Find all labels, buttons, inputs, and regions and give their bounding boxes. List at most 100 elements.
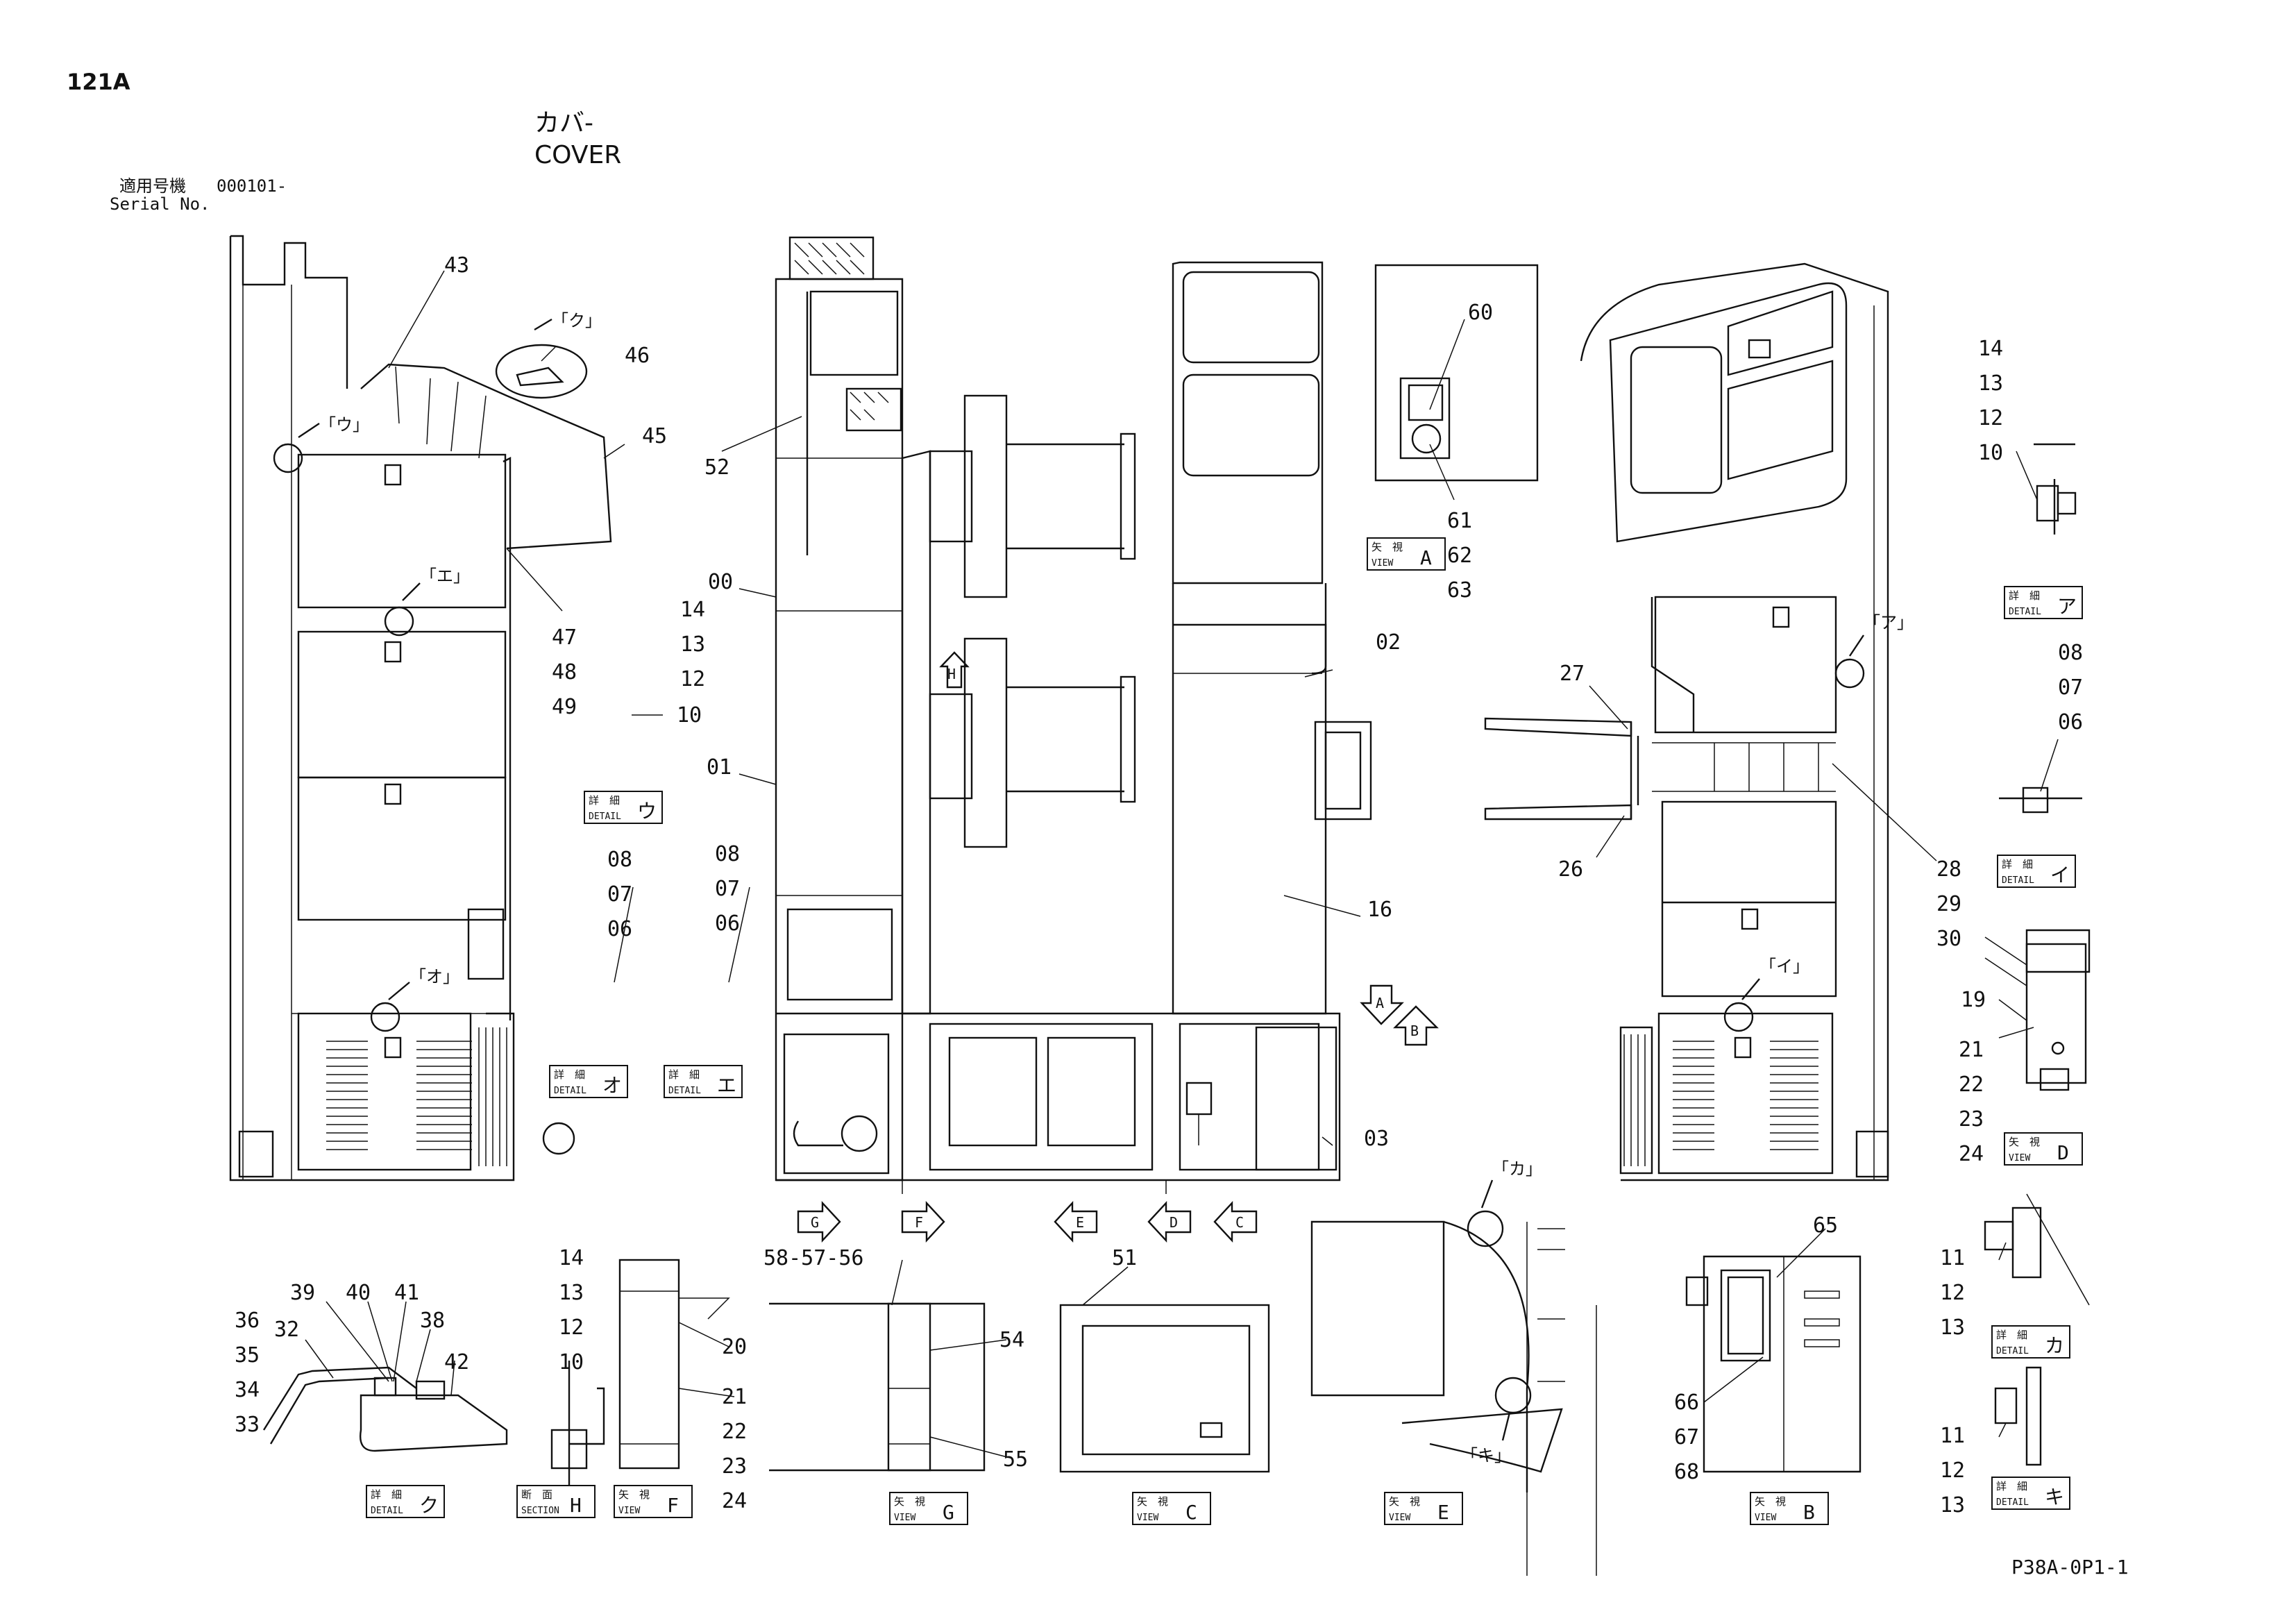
part-68: 68 <box>1674 1460 1699 1484</box>
centre-plan-view <box>775 236 1372 1194</box>
part-58-57-56: 58-57-56 <box>763 1246 864 1270</box>
leader-lines <box>305 270 2059 1458</box>
view-arrow-h: H <box>939 651 970 689</box>
title-english: COVER <box>534 141 622 169</box>
view-arrow-c: C <box>1213 1200 1258 1243</box>
reference-mark-e: 「エ」 <box>420 566 470 586</box>
part-07: 07 <box>2058 675 2083 700</box>
part-12: 12 <box>1978 406 2003 430</box>
svg-text:H: H <box>947 666 956 682</box>
right-side-view <box>1484 262 1889 1181</box>
part-42: 42 <box>444 1350 469 1374</box>
view-arrow-g: G <box>797 1200 841 1243</box>
part-63: 63 <box>1447 578 1472 603</box>
serial-label-english: Serial No. <box>110 194 210 214</box>
part-10: 10 <box>677 703 702 728</box>
part-22: 22 <box>1959 1073 1984 1097</box>
callout-letter: ア <box>2057 595 2077 618</box>
callout-letter: イ <box>2050 864 2070 886</box>
callout-kind-jp: 矢 視 <box>2009 1136 2040 1148</box>
title-japanese: カバ- <box>534 109 593 137</box>
callout-kind-en: DETAIL <box>371 1506 403 1516</box>
part-14: 14 <box>680 598 705 622</box>
reference-marks: 「ク」 「ウ」 「エ」 「オ」 「ア」 「イ」 「カ」 「キ」 <box>298 311 1914 1465</box>
part-10: 10 <box>1978 441 2003 465</box>
part-55: 55 <box>1003 1447 1028 1472</box>
callout-kind-en: DETAIL <box>589 812 621 822</box>
part-00: 00 <box>708 570 733 594</box>
callout-kind-jp: 矢 視 <box>1389 1495 1420 1508</box>
callout-letter: E <box>1437 1501 1449 1524</box>
part-22: 22 <box>722 1420 747 1444</box>
part-67: 67 <box>1674 1425 1699 1449</box>
part-54: 54 <box>999 1328 1024 1352</box>
part-36: 36 <box>235 1309 260 1333</box>
part-13: 13 <box>1978 371 2003 396</box>
reference-mark-ka: 「カ」 <box>1492 1159 1542 1179</box>
part-16: 16 <box>1367 898 1392 922</box>
callout-kind-en: DETAIL <box>668 1086 701 1096</box>
reference-mark-u: 「ウ」 <box>319 415 369 435</box>
callout-kind-jp: 断 面 <box>521 1488 552 1501</box>
far-right-details <box>1984 443 2091 1466</box>
callout-box-view-e: 矢 視 VIEW E <box>1384 1492 1463 1525</box>
part-07: 07 <box>715 877 740 901</box>
part-06: 06 <box>607 917 632 941</box>
part-51: 51 <box>1112 1246 1137 1270</box>
part-12: 12 <box>1940 1281 1965 1305</box>
part-06: 06 <box>715 911 740 936</box>
callout-kind-en: VIEW <box>1137 1513 1158 1523</box>
part-35: 35 <box>235 1343 260 1368</box>
callout-kind-jp: 矢 視 <box>1755 1495 1786 1508</box>
part-38: 38 <box>420 1309 445 1333</box>
part-30: 30 <box>1936 927 1961 951</box>
part-60: 60 <box>1468 301 1493 325</box>
callout-kind-en: VIEW <box>1389 1513 1410 1523</box>
serial-value: 000101- <box>217 176 287 196</box>
callout-letter: エ <box>717 1074 736 1097</box>
view-arrow-b: B <box>1393 1005 1439 1046</box>
callout-kind-en: VIEW <box>894 1513 915 1523</box>
callout-kind-en: SECTION <box>521 1506 559 1516</box>
view-arrows: H A B G F E D C <box>797 651 1439 1243</box>
part-13: 13 <box>1940 1315 1965 1340</box>
part-27: 27 <box>1560 662 1585 686</box>
callout-letter: オ <box>602 1074 622 1097</box>
part-13: 13 <box>559 1281 584 1305</box>
part-19: 19 <box>1961 988 1986 1012</box>
part-12: 12 <box>1940 1458 1965 1483</box>
callout-letter: ウ <box>637 800 657 823</box>
part-47: 47 <box>552 625 577 650</box>
callout-letter: F <box>667 1494 679 1517</box>
callout-letter: D <box>2057 1141 2069 1164</box>
part-08: 08 <box>2058 641 2083 665</box>
part-02: 02 <box>1376 630 1401 655</box>
reference-mark-ki: 「キ」 <box>1461 1446 1511 1465</box>
part-23: 23 <box>722 1454 747 1479</box>
part-12: 12 <box>680 667 705 691</box>
part-11: 11 <box>1940 1424 1965 1448</box>
part-62: 62 <box>1447 544 1472 568</box>
page-code: 121A <box>67 69 130 95</box>
callout-kind-jp: 矢 視 <box>1371 541 1403 553</box>
view-a-panel-drawing <box>1374 264 1539 482</box>
svg-text:C: C <box>1235 1214 1244 1231</box>
reference-mark-a: 「ア」 <box>1864 613 1914 632</box>
callout-letter: B <box>1803 1501 1815 1524</box>
part-13: 13 <box>680 632 705 657</box>
part-number-labels: 43 46 45 47 48 49 10 14 13 12 08 07 06 0… <box>235 253 2083 1517</box>
part-08: 08 <box>715 842 740 866</box>
